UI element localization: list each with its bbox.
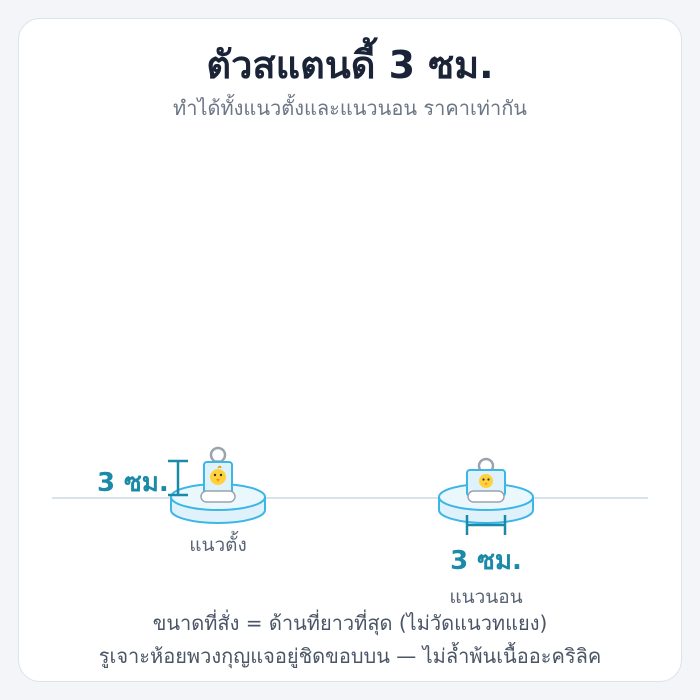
horizontal-dimension-marker (465, 515, 507, 535)
chick-character-icon (210, 465, 226, 485)
vertical-caption: แนวตั้ง (189, 534, 247, 556)
horizontal-base-slot (467, 490, 505, 503)
horizontal-caption: แนวนอน (449, 586, 523, 608)
vertical-dimension-label: 3 ซม. (97, 468, 169, 498)
horizontal-standee (438, 457, 534, 535)
vertical-base-slot (200, 490, 236, 503)
footer-note-size: ขนาดที่สั่ง = ด้านที่ยาวที่สุด (ไม่วัดแน… (152, 611, 548, 635)
product-card (18, 18, 682, 682)
horizontal-dimension-label: 3 ซม. (450, 546, 522, 576)
vertical-standee (168, 446, 266, 524)
page-subtitle: ทำได้ทั้งแนวตั้งและแนวนอน ราคาเท่ากัน (173, 96, 527, 120)
footer-note-keyring-hole: รูเจาะห้อยพวงกุญแจอยู่ชิดขอบบน — ไม่ล้ำพ… (98, 644, 602, 668)
chick-character-icon (479, 474, 493, 488)
vertical-dimension-marker (168, 459, 188, 497)
page-title: ตัวสแตนดี้ 3 ซม. (206, 43, 494, 87)
vertical-standee-base (170, 483, 266, 524)
